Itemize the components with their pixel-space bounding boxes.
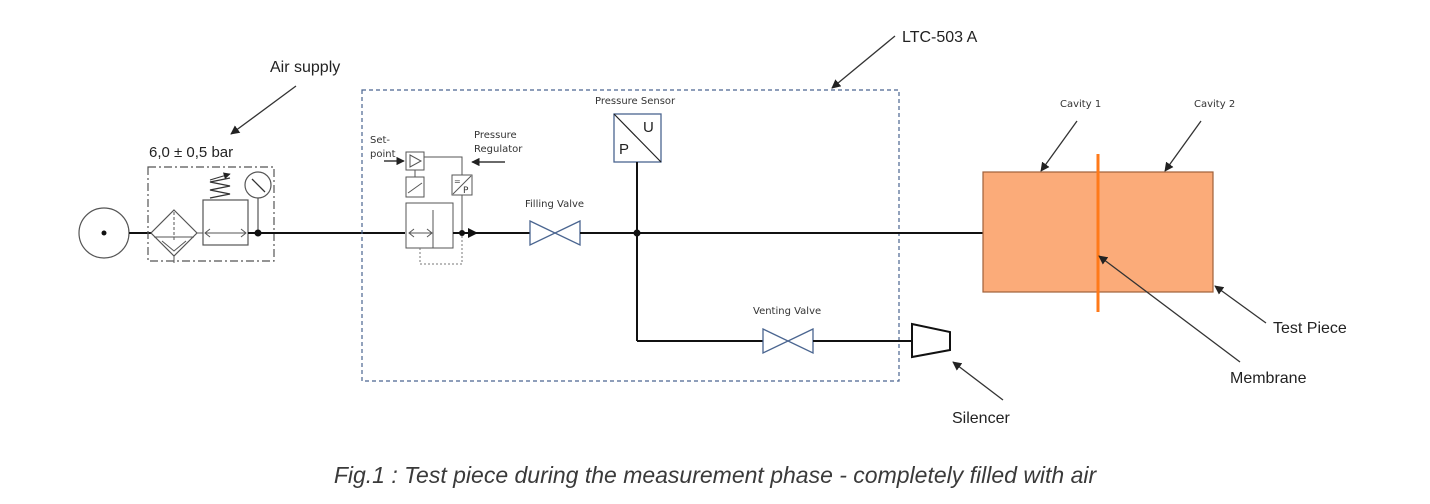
solenoid-icon	[405, 176, 425, 198]
ep-converter-p: P	[463, 186, 469, 196]
setpoint-label-line1: Set-	[370, 135, 390, 146]
source-center-dot	[101, 230, 107, 236]
spring-icon	[209, 177, 231, 199]
membrane-leader-arrow	[1098, 255, 1241, 363]
spring-adjust-arrow	[209, 172, 231, 181]
frl-unit-box	[147, 166, 275, 262]
membrane-label: Membrane	[1230, 370, 1307, 387]
sensor-junction-dot	[633, 229, 641, 237]
solenoid-diagonal	[407, 182, 423, 194]
cavity2-label: Cavity 2	[1194, 99, 1235, 110]
amplifier-triangle	[409, 154, 423, 168]
sensor-diagonal	[613, 113, 662, 163]
test-piece-group: Cavity 1 Cavity 2 Test Piece Membrane	[982, 99, 1347, 387]
air-supply-label: Air supply	[270, 59, 340, 76]
venting-valve-icon-right	[786, 327, 814, 355]
filter-drain-icon	[161, 240, 187, 252]
feedback-wire	[424, 156, 463, 175]
ltc-device-boundary	[361, 89, 900, 382]
pressure-spec-label: 6,0 ± 0,5 bar	[149, 144, 233, 161]
proportional-valve-icon	[405, 202, 454, 249]
ltc-503a-group: LTC-503 A	[361, 29, 978, 382]
setpoint-label-line2: point	[370, 149, 396, 160]
junction-dot	[254, 229, 262, 237]
ep-converter-eq: =	[454, 177, 461, 186]
figure-caption: Fig.1 : Test piece during the measuremen…	[334, 462, 1098, 488]
regulator-junction-dot	[459, 230, 465, 236]
flow-direction-arrow	[468, 228, 478, 238]
pressure-regulator-label-line1: Pressure	[474, 130, 517, 141]
air-supply-group: Air supply 6,0 ± 0,5 bar	[78, 59, 405, 263]
cavity2-leader-arrow	[1164, 120, 1202, 172]
ltc-label: LTC-503 A	[902, 29, 978, 46]
silencer-leader-arrow	[952, 361, 1004, 401]
silencer-icon	[911, 322, 951, 359]
filling-valve-icon	[529, 219, 557, 247]
ep-diagonal	[452, 175, 472, 195]
sensor-u-label: U	[643, 119, 654, 136]
silencer-label: Silencer	[952, 410, 1010, 427]
venting-group: Venting Valve Silencer	[637, 306, 1010, 427]
pressure-sensor-group: Pressure Sensor U P	[595, 96, 676, 341]
exhaust-pilot-line	[419, 236, 463, 265]
test-piece-label: Test Piece	[1273, 320, 1347, 337]
valve-arrow-left	[408, 228, 415, 238]
filling-valve-label: Filling Valve	[525, 199, 584, 210]
air-supply-leader-arrow	[230, 85, 297, 135]
filling-valve-icon-right	[553, 219, 581, 247]
pressure-sensor-label: Pressure Sensor	[595, 96, 676, 107]
venting-valve-label: Venting Valve	[753, 306, 821, 317]
sensor-p-label: P	[619, 141, 629, 158]
cavity1-label: Cavity 1	[1060, 99, 1101, 110]
venting-valve-icon	[762, 327, 790, 355]
filling-valve-group: Filling Valve	[525, 199, 983, 247]
valve-arrow-right	[426, 228, 433, 238]
regulator-arrow-left	[204, 228, 211, 238]
ltc-leader-arrow	[831, 35, 896, 89]
cavity1-leader-arrow	[1040, 120, 1078, 172]
pressure-regulator-label-line2: Regulator	[474, 144, 523, 155]
test-piece-leader-arrow	[1214, 285, 1267, 324]
regulator-icon	[202, 199, 249, 246]
gauge-needle	[251, 178, 266, 193]
pressure-regulator-group: Set- point Pressure Regulator = P	[370, 130, 530, 265]
regulator-arrow-right	[240, 228, 247, 238]
